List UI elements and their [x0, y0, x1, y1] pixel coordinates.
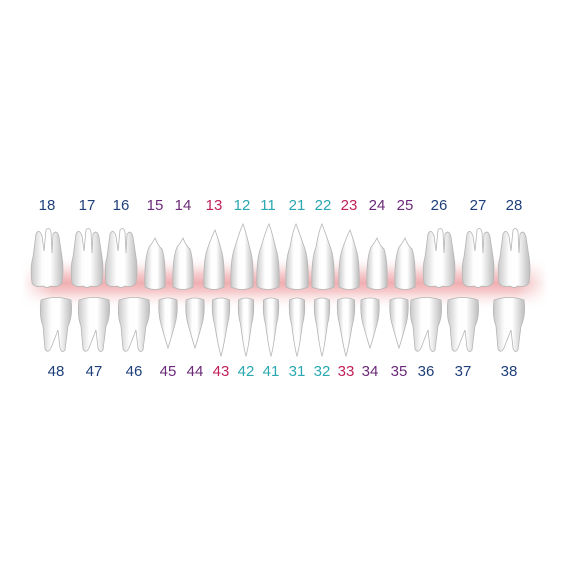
tooth-number-28: 28	[506, 197, 523, 214]
tooth-number-26: 26	[431, 197, 448, 214]
upper-tooth-12	[230, 223, 254, 290]
tooth-number-25: 25	[397, 197, 414, 214]
tooth-number-22: 22	[315, 197, 332, 214]
tooth-number-23: 23	[341, 197, 358, 214]
lower-tooth-45	[158, 297, 178, 350]
lower-tooth-41	[262, 297, 280, 358]
lower-tooth-46	[117, 297, 150, 352]
lower-tooth-32	[313, 297, 331, 358]
lower-tooth-numbers: 48 47 46 45 44 43 42 41 31 32 33 34 35 36 37 38	[48, 363, 518, 380]
lower-tooth-38	[492, 297, 525, 352]
lower-tooth-33	[336, 297, 356, 358]
tooth-number-18: 18	[39, 197, 56, 214]
tooth-number-14: 14	[175, 197, 192, 214]
tooth-number-13: 13	[206, 197, 223, 214]
lower-tooth-36	[409, 297, 442, 352]
lower-tooth-35	[389, 297, 409, 350]
tooth-number-46: 46	[126, 363, 143, 380]
tooth-number-36: 36	[418, 363, 435, 380]
upper-tooth-18	[30, 228, 64, 288]
tooth-number-35: 35	[391, 363, 408, 380]
lower-tooth-42	[237, 297, 255, 358]
lower-tooth-43	[211, 297, 231, 358]
upper-tooth-24	[366, 237, 388, 290]
tooth-number-32: 32	[314, 363, 331, 380]
tooth-number-43: 43	[213, 363, 230, 380]
tooth-number-45: 45	[160, 363, 177, 380]
tooth-number-17: 17	[79, 197, 96, 214]
tooth-number-27: 27	[470, 197, 487, 214]
tooth-number-24: 24	[369, 197, 386, 214]
tooth-number-31: 31	[289, 363, 306, 380]
tooth-number-15: 15	[147, 197, 164, 214]
tooth-number-42: 42	[238, 363, 255, 380]
upper-teeth	[30, 223, 531, 290]
lower-tooth-44	[185, 297, 205, 350]
lower-tooth-37	[446, 297, 479, 352]
tooth-number-33: 33	[338, 363, 355, 380]
upper-tooth-13	[203, 229, 225, 290]
lower-teeth	[39, 297, 525, 358]
upper-tooth-22	[311, 223, 335, 290]
tooth-number-37: 37	[455, 363, 472, 380]
upper-tooth-25	[394, 237, 416, 290]
upper-tooth-16	[104, 228, 138, 288]
lower-tooth-31	[288, 297, 306, 358]
tooth-number-11: 11	[260, 197, 276, 214]
tooth-number-16: 16	[113, 197, 130, 214]
upper-tooth-23	[338, 229, 360, 290]
tooth-number-47: 47	[86, 363, 103, 380]
tooth-number-38: 38	[501, 363, 518, 380]
lower-tooth-47	[77, 297, 110, 352]
upper-tooth-15	[144, 237, 166, 290]
upper-tooth-26	[422, 228, 456, 288]
tooth-number-48: 48	[48, 363, 65, 380]
upper-tooth-17	[70, 228, 104, 288]
tooth-number-34: 34	[362, 363, 379, 380]
upper-tooth-28	[497, 228, 531, 288]
tooth-number-41: 41	[263, 363, 280, 380]
upper-tooth-11	[256, 223, 280, 290]
lower-tooth-34	[360, 297, 380, 350]
upper-tooth-21	[285, 223, 309, 290]
tooth-number-12: 12	[234, 197, 251, 214]
lower-tooth-48	[39, 297, 72, 352]
upper-tooth-27	[461, 228, 495, 288]
upper-tooth-numbers: 18 17 16 15 14 13 12 11 21 22 23 24 25 26 27 28	[39, 197, 523, 214]
tooth-number-21: 21	[289, 197, 306, 214]
tooth-number-44: 44	[187, 363, 204, 380]
upper-tooth-14	[172, 237, 194, 290]
